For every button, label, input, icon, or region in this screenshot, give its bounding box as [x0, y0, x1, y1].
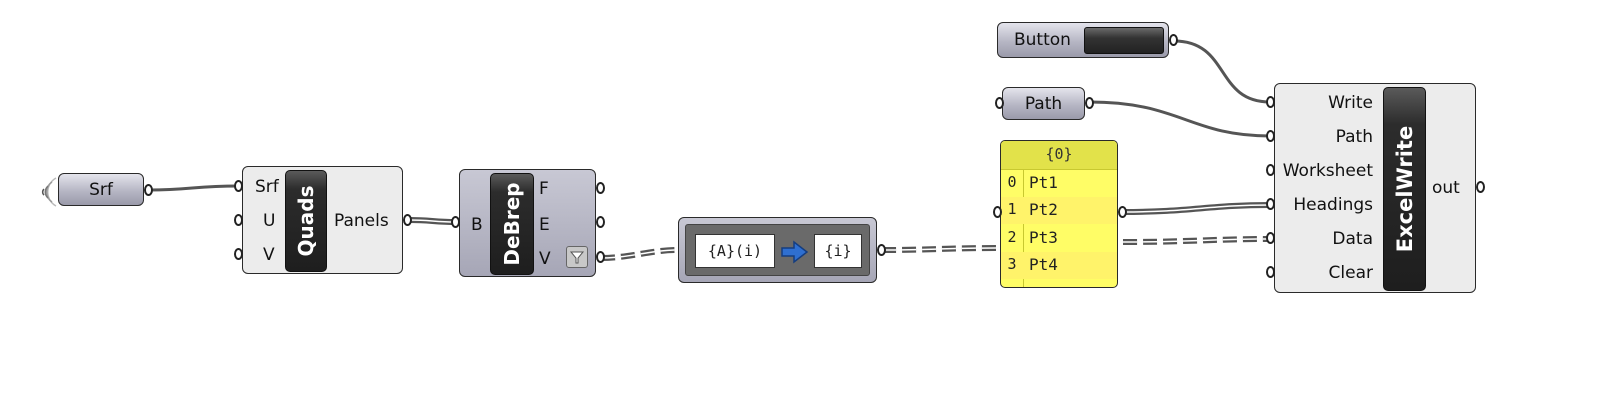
wireless-signal-icon [41, 177, 57, 207]
quads-output-panels: Panels [334, 211, 389, 231]
debrep-input-b: B [471, 215, 483, 235]
flatten-funnel-icon[interactable] [566, 246, 588, 268]
excelwrite-title: ExcelWrite [1392, 125, 1417, 253]
path-param-output-grip[interactable] [1085, 97, 1094, 109]
excelwrite-core: ExcelWrite [1383, 87, 1426, 291]
path-mapper-output-grip[interactable] [877, 244, 886, 256]
srf-output-grip[interactable] [144, 184, 153, 196]
excelwrite-clear-grip[interactable] [1266, 266, 1275, 278]
panel-row-index: 3 [1007, 255, 1017, 273]
wire-mapper-to-panel [881, 245, 997, 253]
quads-core: Quads [285, 170, 327, 272]
panel-row-value: Pt3 [1029, 228, 1058, 247]
panel-row-index: 2 [1007, 228, 1017, 246]
button-output-grip[interactable] [1169, 34, 1178, 46]
panel-input-grip[interactable] [993, 206, 1002, 218]
quads-srf-grip[interactable] [234, 180, 243, 192]
debrep-f-grip[interactable] [596, 182, 605, 194]
quads-input-srf: Srf [255, 177, 279, 197]
excelwrite-out-grip[interactable] [1476, 181, 1485, 193]
mapper-source-box[interactable]: {A}(i) [695, 234, 775, 268]
panel-divider [1023, 169, 1024, 287]
quads-input-v: V [263, 245, 275, 265]
mapper-target-box[interactable]: {i} [814, 234, 862, 268]
debrep-output-v: V [539, 249, 551, 269]
excelwrite-input-headings: Headings [1293, 195, 1373, 215]
excelwrite-input-path: Path [1335, 127, 1373, 147]
debrep-output-f: F [539, 179, 549, 199]
panel-header: {0} [1001, 141, 1117, 170]
wire-debrep-to-mapper [600, 247, 679, 261]
panel-row-value: Pt1 [1029, 173, 1058, 192]
excelwrite-headings-grip[interactable] [1266, 198, 1275, 210]
panel-output-grip[interactable] [1118, 206, 1127, 218]
excelwrite-component[interactable]: Write Path Worksheet Headings Data Clear… [1274, 83, 1476, 293]
debrep-b-grip[interactable] [451, 216, 460, 228]
panel-row-index: 0 [1007, 173, 1017, 191]
path-parameter-label: Path [1024, 93, 1063, 114]
excelwrite-path-grip[interactable] [1266, 130, 1275, 142]
button-toggle[interactable] [1084, 27, 1164, 54]
quads-u-grip[interactable] [234, 214, 243, 226]
quads-title: Quads [294, 185, 318, 257]
wire-srf-to-quads [148, 184, 239, 192]
debrep-output-e: E [539, 215, 550, 235]
excelwrite-input-data: Data [1332, 229, 1373, 249]
arrow-right-icon [781, 240, 809, 264]
panel-row: 0 Pt1 [1001, 170, 1117, 197]
excelwrite-worksheet-grip[interactable] [1266, 164, 1275, 176]
panel-row: 1 Pt2 [1001, 197, 1117, 224]
button-component[interactable]: Button [997, 22, 1169, 58]
excelwrite-write-grip[interactable] [1266, 96, 1275, 108]
quads-input-u: U [263, 211, 276, 231]
debrep-v-grip[interactable] [596, 251, 605, 263]
panel-path: {0} [1045, 145, 1073, 163]
wire-button-to-write [1173, 39, 1271, 104]
excelwrite-data-grip[interactable] [1266, 232, 1275, 244]
quads-component[interactable]: Srf U V Quads Panels [242, 166, 403, 274]
excelwrite-input-write: Write [1328, 93, 1373, 113]
mapper-target-text: {i} [824, 242, 852, 260]
debrep-title: DeBrep [500, 182, 524, 266]
panel-row-value: Pt2 [1029, 200, 1058, 219]
panel-row-index: 1 [1007, 200, 1017, 218]
panel-row: 2 Pt3 [1001, 225, 1117, 252]
debrep-e-grip[interactable] [596, 216, 605, 228]
excelwrite-input-clear: Clear [1328, 263, 1373, 283]
path-mapper-component[interactable]: {A}(i) {i} [678, 217, 877, 283]
mapper-source-text: {A}(i) [707, 242, 763, 260]
debrep-component[interactable]: B DeBrep F E V [459, 169, 596, 277]
excelwrite-output-out: out [1432, 178, 1460, 198]
panel-component[interactable]: {0} 0 Pt1 1 Pt2 2 Pt3 3 Pt4 [1000, 140, 1118, 288]
srf-parameter[interactable]: Srf [58, 173, 144, 206]
wire-path-to-excelwrite [1089, 100, 1271, 138]
debrep-core: DeBrep [490, 173, 534, 275]
button-label: Button [1014, 30, 1071, 50]
quads-panels-grip[interactable] [403, 214, 412, 226]
path-param-input-grip[interactable] [995, 97, 1004, 109]
srf-parameter-label: Srf [89, 179, 113, 200]
excelwrite-input-worksheet: Worksheet [1282, 161, 1373, 181]
panel-row-value: Pt4 [1029, 255, 1058, 274]
quads-v-grip[interactable] [234, 248, 243, 260]
path-parameter[interactable]: Path [1002, 87, 1085, 120]
panel-row: 3 Pt4 [1001, 252, 1117, 279]
